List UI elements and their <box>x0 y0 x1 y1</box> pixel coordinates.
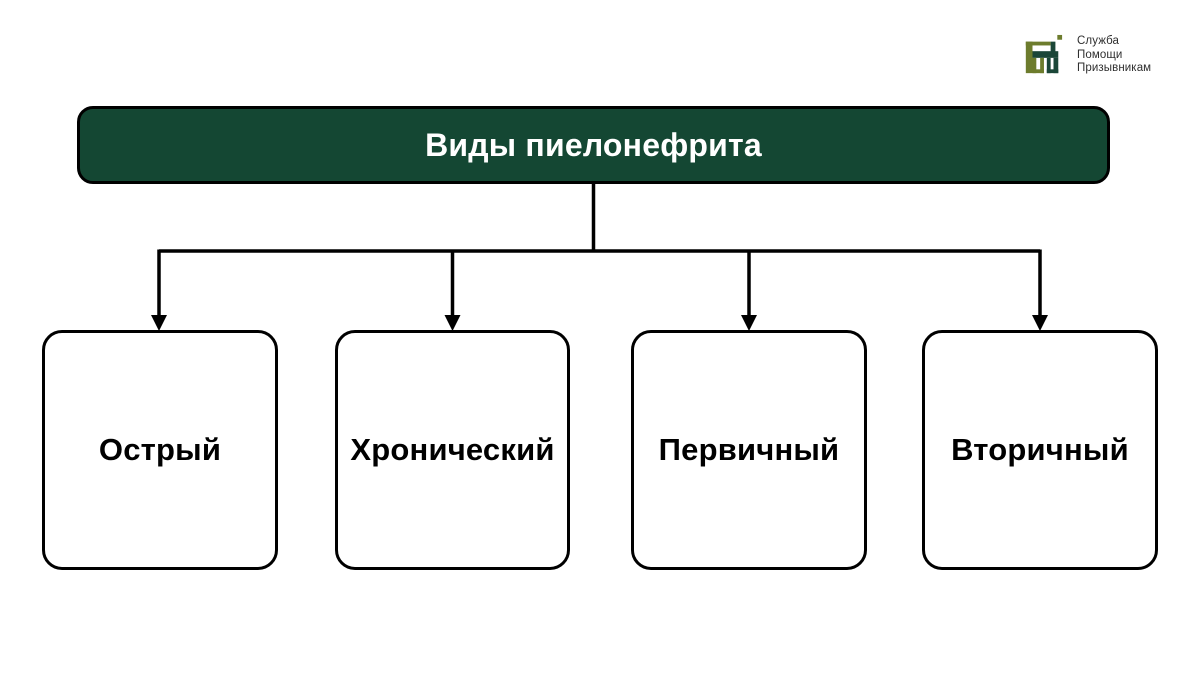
node-secondary: Вторичный <box>922 330 1158 570</box>
conscript-service-logo-icon <box>1025 34 1063 74</box>
node-secondary-label: Вторичный <box>951 432 1129 467</box>
brand-logo-text: Служба Помощи Призывникам <box>1077 33 1151 76</box>
node-chronic-label: Хронический <box>350 432 555 467</box>
brand-logo-line: Призывникам <box>1077 62 1152 74</box>
node-acute: Острый <box>42 330 278 570</box>
arrowheads <box>151 315 1048 331</box>
root-node-title: Виды пиелонефрита <box>77 106 1110 184</box>
node-chronic: Хронический <box>335 330 570 570</box>
node-acute-label: Острый <box>98 432 222 467</box>
node-primary-label: Первичный <box>658 432 840 467</box>
node-primary: Первичный <box>631 330 867 570</box>
brand-logo-line: Служба <box>1077 35 1120 47</box>
root-node-label: Виды пиелонефрита <box>425 126 762 163</box>
brand-logo: Служба Помощи Призывникам <box>1022 33 1151 77</box>
brand-logo-line: Помощи <box>1077 48 1123 61</box>
